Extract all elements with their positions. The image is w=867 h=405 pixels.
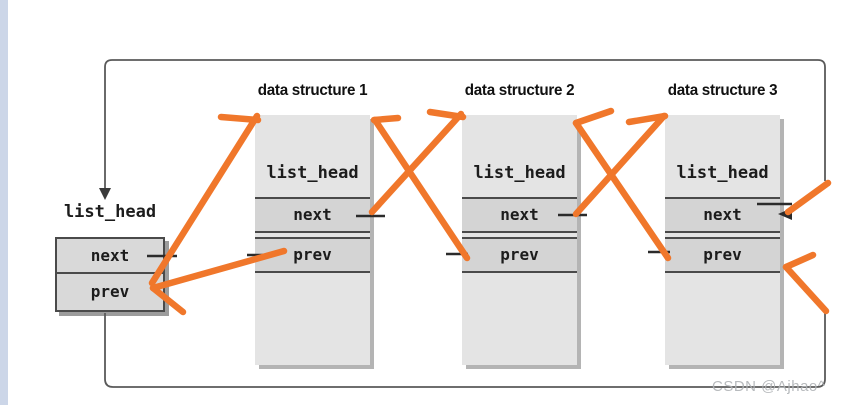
head-node-box: next prev (55, 237, 165, 312)
arrow-head-next-to-ds1 (148, 112, 262, 287)
ds3-next-cell: next (665, 197, 780, 233)
head-node-label: list_head (63, 202, 157, 222)
csdn-watermark: CSDN @Ajhao^ (712, 378, 826, 395)
ds2-title: data structure 2 (464, 82, 575, 99)
arrow-ds2-next-to-ds3 (572, 112, 669, 218)
ds2-prev-cell: prev (462, 237, 577, 273)
head-next-cell: next (57, 239, 163, 274)
ds3-box: list_head next prev (665, 115, 780, 365)
ds1-title: data structure 1 (257, 82, 368, 99)
loop-arrowhead-to-head-icon (99, 188, 111, 200)
ds1-listhead-label: list_head (266, 163, 359, 183)
left-accent-strip (0, 0, 8, 405)
head-prev-cell: prev (90, 282, 130, 301)
ds1-prev-cell: prev (255, 237, 370, 273)
ds2-listhead-label: list_head (473, 163, 566, 183)
ds1-next-cell: next (255, 197, 370, 233)
arrow-ds2-prev-to-ds1 (370, 114, 471, 262)
arrow-ds3-prev-to-ds2 (572, 107, 672, 262)
ds1-box: list_head next prev (255, 115, 370, 365)
arrow-ds1-next-to-ds2 (368, 108, 467, 216)
ds3-prev-cell: prev (665, 237, 780, 273)
ds3-title: data structure 3 (667, 82, 778, 99)
ds3-listhead-label: list_head (676, 163, 769, 183)
arrow-loop-to-ds3-prev (782, 251, 830, 315)
arrow-loop-to-ds3-next (784, 179, 832, 216)
ds2-next-cell: next (462, 197, 577, 233)
ds3-next-arrowhead-icon (778, 208, 792, 220)
ds2-box: list_head next prev (462, 115, 577, 365)
